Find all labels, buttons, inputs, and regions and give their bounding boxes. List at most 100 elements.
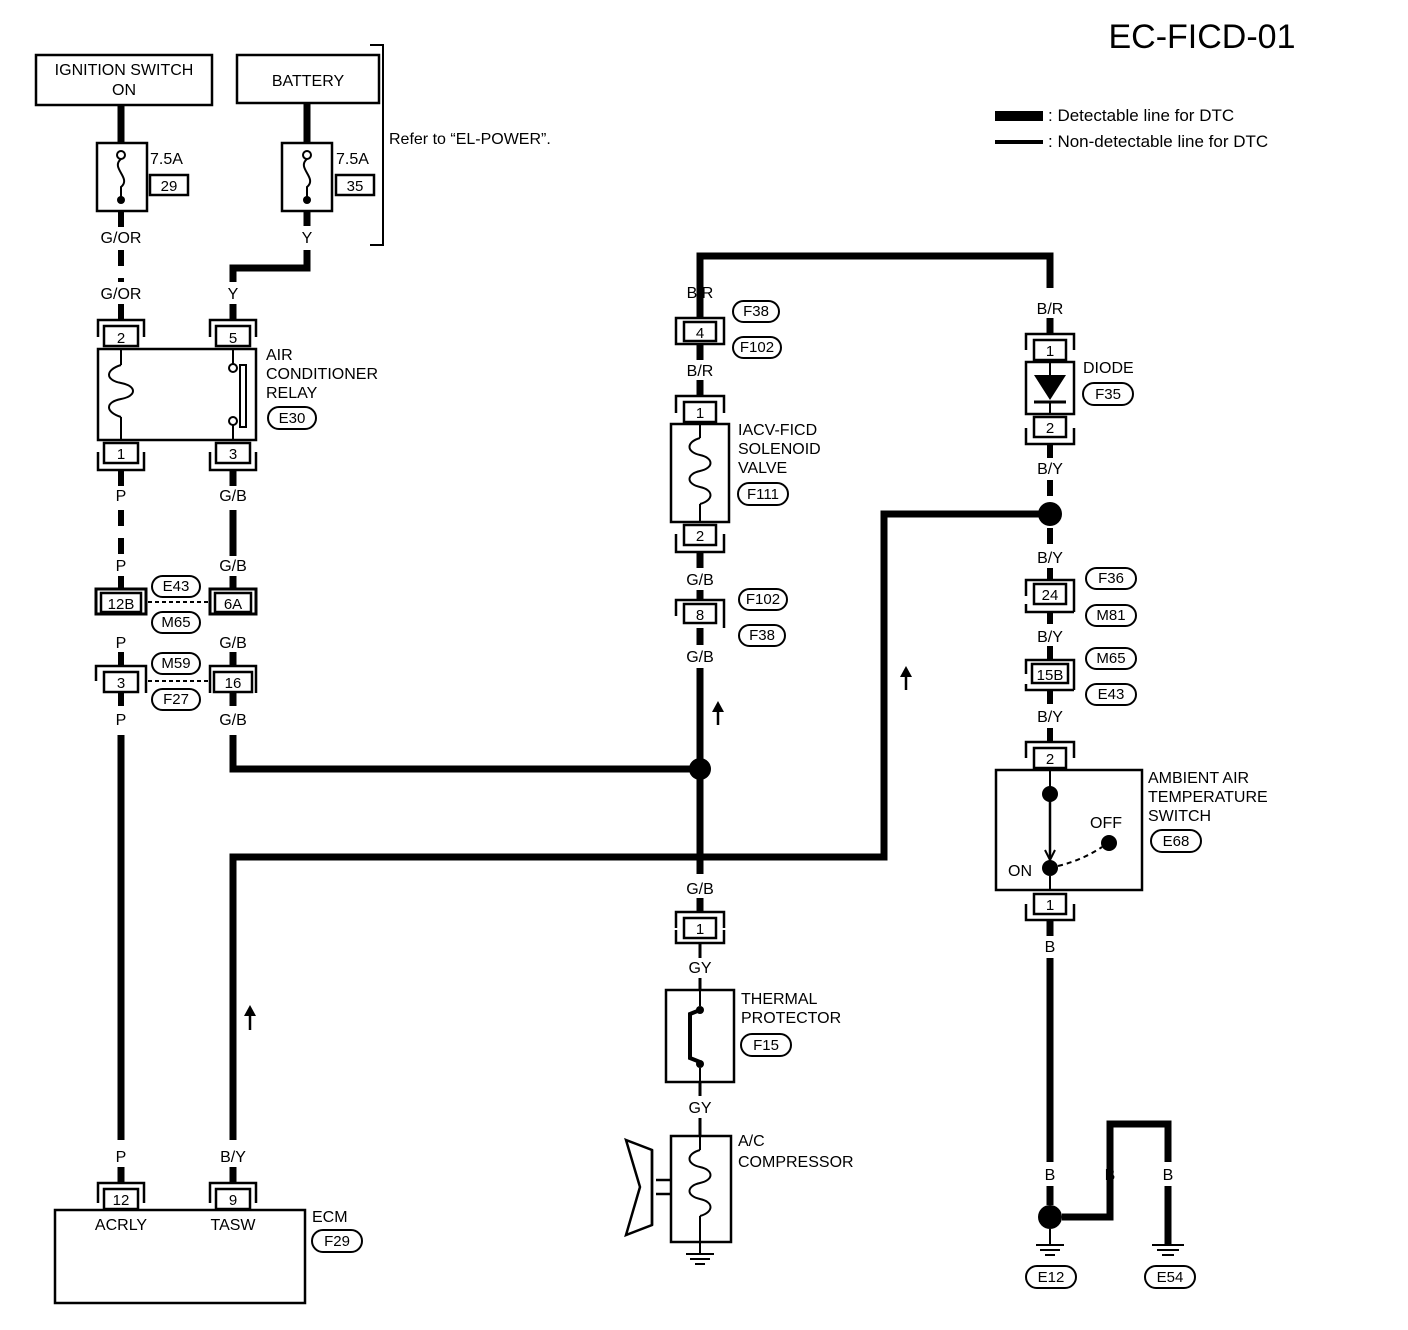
wire-p-3: P	[116, 635, 127, 652]
ground-e54: B E54	[1144, 1167, 1196, 1289]
ambient-connector: E68	[1163, 833, 1190, 850]
wire-g-or-1: G/OR	[101, 230, 142, 247]
joint-connector-m59: 3 16 M59 F27	[94, 652, 258, 711]
ambient-pin-2: 2	[1046, 751, 1054, 768]
ambient-pin-1: 1	[1046, 897, 1054, 914]
iacv-connector: F111	[747, 486, 779, 503]
fuse-29: 7.5A 29	[95, 141, 190, 213]
relay-pin-3: 3	[229, 446, 237, 463]
connector-f36-m81: 24 F36 M81	[1024, 567, 1137, 627]
ambient-label-3: SWITCH	[1148, 808, 1211, 825]
wire-p-5: P	[116, 1149, 127, 1166]
connector-pin-1-thermal: 1	[674, 910, 726, 945]
conn-f38-bottom: F38	[749, 627, 775, 644]
wire-gb-1: G/B	[219, 488, 247, 505]
ecm-pin-12: 12	[113, 1192, 130, 1209]
fuse-29-rating: 7.5A	[150, 151, 183, 168]
iacv-pin-2: 2	[696, 528, 704, 545]
conn-m81: M81	[1096, 607, 1125, 624]
pin-12b: 12B	[108, 596, 135, 613]
iacv-pin-1: 1	[696, 405, 704, 422]
legend-thick-line	[995, 111, 1043, 121]
ecm-connector: F29	[324, 1233, 350, 1250]
ignition-switch: IGNITION SWITCH ON	[34, 53, 214, 107]
ground-e12: B E12	[1025, 1167, 1077, 1289]
splice-by	[1038, 502, 1062, 526]
wire-gb-6: G/B	[686, 649, 714, 666]
wire-b-4: B	[1163, 1167, 1174, 1184]
ecm-pin-acrly: ACRLY	[95, 1217, 147, 1234]
battery-label: BATTERY	[272, 73, 345, 90]
fuse-29-number: 29	[161, 178, 178, 195]
pin-6a: 6A	[224, 596, 242, 613]
wire-br-1: B/R	[687, 285, 714, 302]
ecm-label: ECM	[312, 1209, 348, 1226]
wire-p-1: P	[116, 488, 127, 505]
ignition-label: IGNITION SWITCH	[55, 62, 194, 79]
wire-gb-5: G/B	[686, 572, 714, 589]
ambient-on-label: ON	[1008, 863, 1032, 880]
thermal-label-2: PROTECTOR	[741, 1010, 841, 1027]
conn-f36: F36	[1098, 570, 1124, 587]
conn-f27: F27	[163, 691, 189, 708]
wire-y-2: Y	[228, 286, 239, 303]
diode: 1 2 DIODE F35	[1024, 332, 1134, 446]
diode-pin-1: 1	[1046, 343, 1054, 360]
wire-gy-1: GY	[688, 960, 711, 977]
ground-e12-label: E12	[1038, 1269, 1065, 1286]
wire-br-3: B/R	[1037, 301, 1064, 318]
diode-connector: F35	[1095, 386, 1121, 403]
ecm: P B/Y 12 9 ACRLY TASW ECM F29	[53, 1149, 363, 1305]
wire-y-1: Y	[302, 230, 313, 247]
wire-b-3: B	[1105, 1167, 1116, 1184]
pin-8: 8	[696, 607, 704, 624]
ambient-label-2: TEMPERATURE	[1148, 789, 1268, 806]
conn-m59: M59	[161, 655, 190, 672]
relay-connector: E30	[279, 410, 306, 427]
connector-m65-e43: 15B M65 E43	[1024, 647, 1137, 706]
relay-label-2: CONDITIONER	[266, 366, 378, 383]
wire-by-2: B/Y	[1037, 550, 1063, 567]
joint-connector-e43: 12B 6A E43 M65	[94, 575, 258, 634]
wire-gy-2: GY	[688, 1100, 711, 1117]
legend: : Detectable line for DTC : Non-detectab…	[995, 106, 1268, 151]
pin-1-thermal: 1	[696, 921, 704, 938]
relay-pin-1: 1	[117, 446, 125, 463]
thermal-protector: THERMAL PROTECTOR F15	[664, 988, 841, 1084]
wire-gb-2: G/B	[219, 558, 247, 575]
refer-note: Refer to “EL-POWER”.	[389, 131, 551, 148]
legend-thin-line	[995, 140, 1043, 144]
ignition-state: ON	[112, 82, 136, 99]
ac-relay: 2 5 1 3 AIR CONDITIONER RELAY E30	[96, 318, 378, 472]
connector-f38-f102-top: 4 F38 F102	[674, 300, 782, 359]
iacv-label-3: VALVE	[738, 460, 787, 477]
relay-pin-5: 5	[229, 330, 237, 347]
wire-by-1: B/Y	[1037, 461, 1063, 478]
conn-e43: E43	[163, 578, 190, 595]
wire-gb-4: G/B	[219, 712, 247, 729]
battery: BATTERY	[235, 53, 381, 105]
iacv-solenoid-valve: 1 2 IACV-FICD SOLENOID VALVE F111	[669, 394, 821, 554]
wire-by-3: B/Y	[1037, 629, 1063, 646]
wire-b-2: B	[1045, 1167, 1056, 1184]
wire-g-or-2: G/OR	[101, 286, 142, 303]
wire-gb-3: G/B	[219, 635, 247, 652]
pin-15b: 15B	[1037, 667, 1064, 684]
ambient-off-label: OFF	[1090, 815, 1122, 832]
pin-4: 4	[696, 325, 704, 342]
refer-bracket	[370, 44, 384, 246]
conn-m65: M65	[161, 614, 190, 631]
ground-e54-label: E54	[1157, 1269, 1184, 1286]
fuse-35: 7.5A 35	[280, 141, 376, 213]
ac-compressor: A/C COMPRESSOR	[624, 1133, 854, 1265]
relay-label-1: AIR	[266, 347, 293, 364]
conn-m65-right: M65	[1096, 650, 1125, 667]
thermal-connector: F15	[753, 1037, 779, 1054]
fuse-35-rating: 7.5A	[336, 151, 369, 168]
diode-pin-2: 2	[1046, 420, 1054, 437]
thermal-label-1: THERMAL	[741, 991, 818, 1008]
fuse-35-number: 35	[347, 178, 364, 195]
conn-e43-right: E43	[1098, 686, 1125, 703]
ambient-temp-switch: 2 OFF ON 1 AMBIENT AIR TEMPERATURE SWITC…	[994, 740, 1268, 922]
diagram-title: EC-FICD-01	[1108, 18, 1295, 56]
